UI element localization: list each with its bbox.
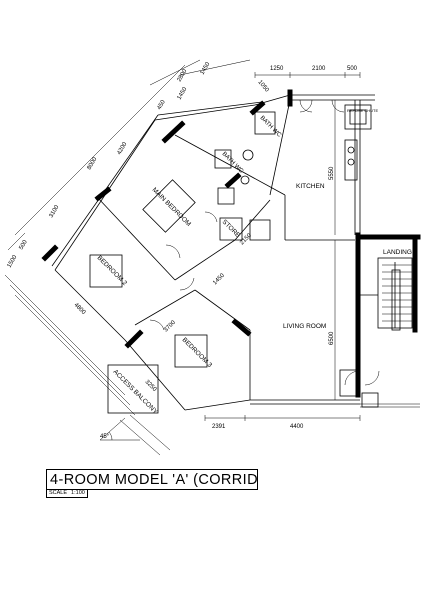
dim-diag-450: 450 — [157, 99, 168, 111]
dim-living-6500: 6500 — [329, 331, 335, 345]
dim-bottom-4400: 4400 — [290, 424, 304, 430]
dim-diag-3250: 3250 — [144, 379, 158, 393]
door-swings — [149, 99, 380, 386]
plan-title: 4-ROOM MODEL 'A' (CORRIDOR) — [46, 469, 258, 490]
dim-kitchen-5550: 5550 — [329, 166, 335, 180]
dim-diag-500: 500 — [19, 239, 30, 251]
label-angle: 45° — [100, 434, 110, 440]
dim-diag-1500: 1500 — [7, 254, 19, 269]
label-bedroom-3: BEDROOM 3 — [181, 336, 214, 369]
dim-diag-1450c: 1450 — [212, 272, 226, 286]
dim-top-2100: 2100 — [312, 66, 326, 72]
scale-value: 1:100 — [71, 490, 85, 496]
scale-label: SCALE — [49, 490, 68, 496]
fixtures — [89, 104, 379, 414]
dim-bottom-2391: 2391 — [212, 424, 226, 430]
dim-diag-2150: 2150 — [239, 232, 253, 246]
room-labels: MAIN BEDROOM BEDROOM 2 BEDROOM 3 KITCHEN… — [96, 108, 412, 440]
label-bedroom-2: BEDROOM 2 — [96, 254, 129, 287]
dim-top-500: 500 — [347, 66, 358, 72]
dim-diag-1450b: 1450 — [177, 86, 189, 101]
label-access-balcony: ACCESS BALCONY — [112, 368, 160, 416]
diagonal-wing — [41, 94, 291, 411]
label-refuse-chute: REFUSE CHUTE — [347, 108, 378, 113]
dim-diag-3100: 3100 — [49, 204, 61, 219]
dim-diag-8000: 8000 — [87, 156, 99, 171]
label-kitchen: KITCHEN — [296, 183, 325, 190]
dim-diag-3700: 3700 — [163, 319, 177, 333]
label-store: STORE — [221, 218, 242, 239]
dim-diag-4800: 4800 — [73, 302, 87, 316]
dim-diag-4200: 4200 — [117, 141, 129, 156]
label-landing: LANDING — [383, 249, 412, 256]
staircase — [355, 234, 421, 333]
label-bath-wc-2: BATH WC — [221, 151, 245, 175]
dim-diag-2800: 2800 — [177, 68, 189, 83]
dimension-lines — [4, 59, 420, 456]
label-bath-wc-1: BATH WC — [259, 115, 283, 139]
dim-diag-1050: 1050 — [256, 79, 270, 94]
label-living-room: LIVING ROOM — [283, 323, 326, 330]
main-block — [250, 89, 375, 405]
dim-top-1250: 1250 — [270, 66, 284, 72]
